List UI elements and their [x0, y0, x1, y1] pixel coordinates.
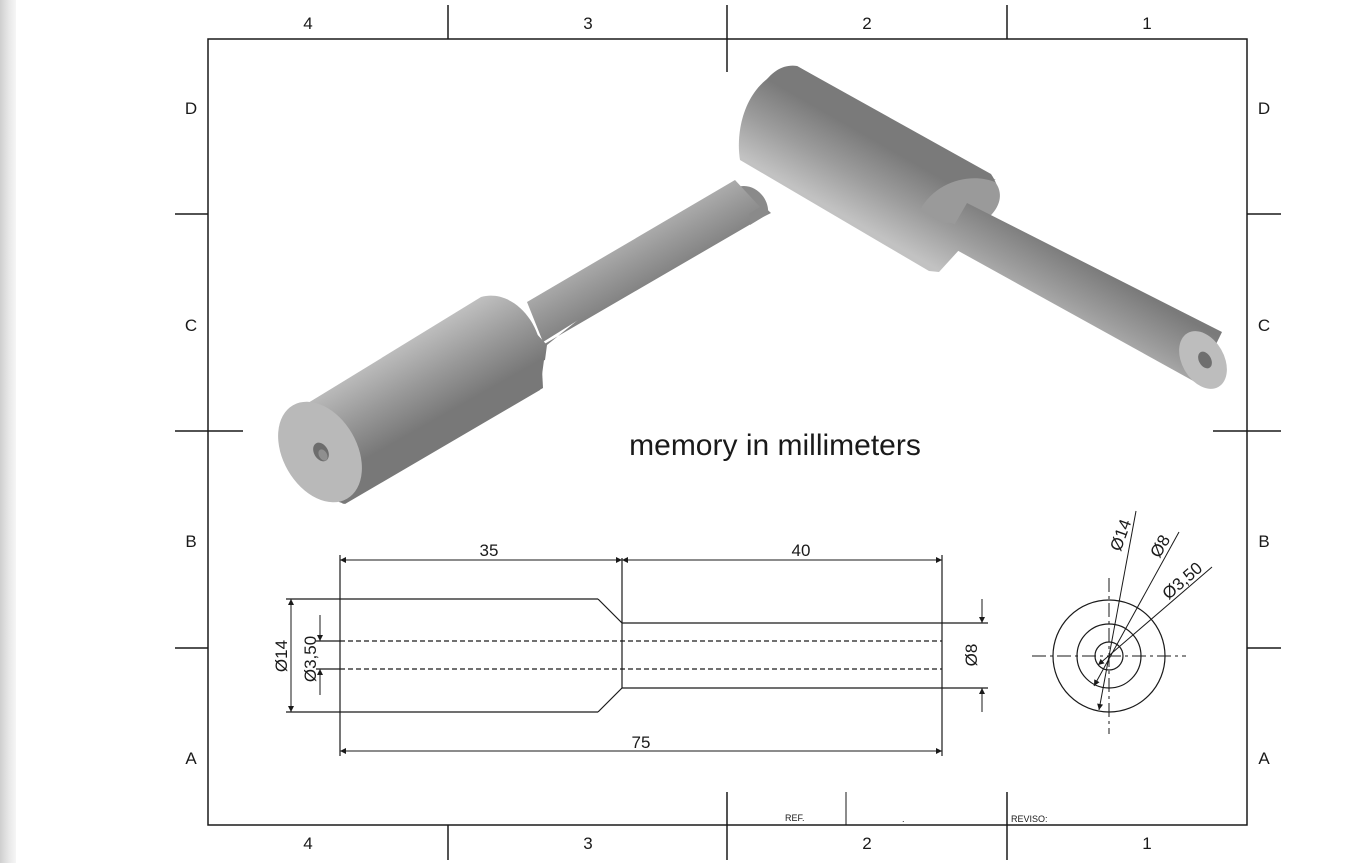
zone-row-left-a: A: [185, 749, 197, 768]
isometric-render-left: [278, 180, 771, 504]
zone-row-left-b: B: [185, 532, 196, 551]
end-view: Ø14 Ø8 Ø3,50: [1032, 510, 1213, 734]
front-view: 35 40 75 Ø14 Ø3,50 Ø8: [272, 541, 988, 756]
zone-row-left-c: C: [185, 316, 197, 335]
zone-col-bottom-1: 1: [1142, 834, 1151, 853]
leader-d350: [1097, 566, 1213, 666]
dim-label-35: 35: [480, 541, 499, 560]
viewer-scroll-edge: [0, 0, 16, 863]
units-note: memory in millimeters: [629, 429, 921, 462]
zone-row-right-c: C: [1258, 316, 1270, 335]
dim-label-d8: Ø8: [962, 644, 981, 667]
zone-col-top-4: 4: [303, 14, 312, 33]
zone-col-bottom-4: 4: [303, 834, 312, 853]
zone-row-right-a: A: [1258, 749, 1270, 768]
dim-label-d350: Ø3,50: [301, 636, 320, 682]
title-block: REF. . REVISO:: [785, 792, 1048, 825]
reviso-label: REVISO:: [1011, 814, 1048, 824]
isometric-render-right: [738, 65, 1227, 389]
dim-label-40: 40: [792, 541, 811, 560]
leader-d14: [1097, 510, 1137, 711]
leader-d8: [1093, 531, 1180, 687]
dim-label-d14: Ø14: [272, 640, 291, 672]
zone-row-left-d: D: [185, 99, 197, 118]
zone-col-top-1: 1: [1142, 14, 1151, 33]
zone-row-right-d: D: [1258, 99, 1270, 118]
ref-label: REF.: [785, 813, 805, 823]
zone-col-bottom-3: 3: [583, 834, 592, 853]
end-label-d350: Ø3,50: [1159, 558, 1206, 603]
end-label-d8: Ø8: [1146, 532, 1174, 561]
dim-label-75: 75: [632, 733, 651, 752]
title-block-dot: .: [902, 814, 905, 824]
zone-col-top-3: 3: [583, 14, 592, 33]
zone-ticks: [175, 5, 1281, 860]
zone-row-right-b: B: [1258, 532, 1269, 551]
end-label-d14: Ø14: [1106, 517, 1135, 554]
zone-col-bottom-2: 2: [862, 834, 871, 853]
zone-col-top-2: 2: [862, 14, 871, 33]
